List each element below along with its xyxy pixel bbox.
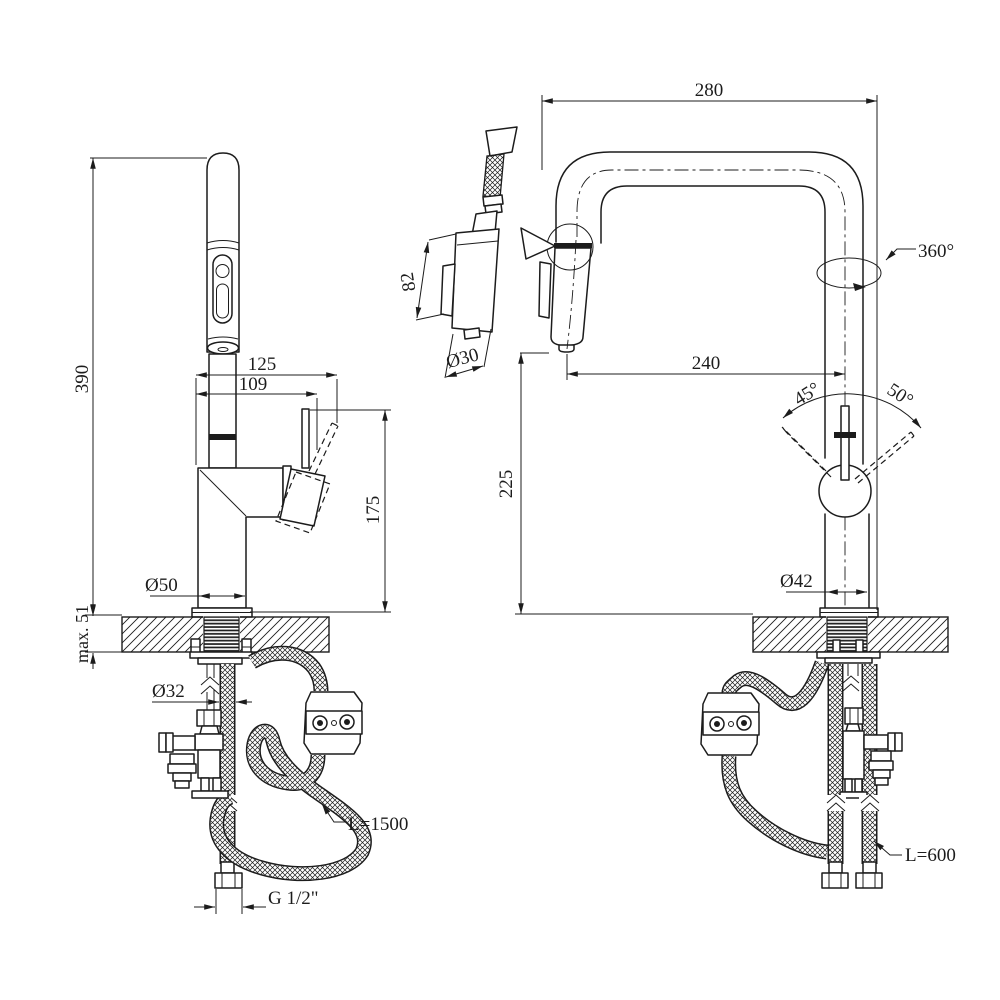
valve-outlet	[171, 735, 196, 751]
dim-head-diameter: Ø30	[444, 344, 481, 373]
handle-lever	[301, 408, 310, 469]
spray-hose-loop-front	[721, 660, 830, 860]
centerline	[576, 169, 846, 608]
u-spout	[555, 151, 864, 465]
threaded-shank	[203, 616, 240, 656]
head-clip	[440, 263, 456, 317]
faucet-body	[191, 353, 339, 618]
dim-handle-angle-left: 45°	[790, 378, 824, 410]
handle-housing-alt-position	[275, 471, 331, 534]
spray-hose-loop	[209, 645, 372, 882]
left-side-view: 390 max. 51 125 109 175 Ø50 Ø32 G 1/2" L…	[72, 152, 408, 914]
handle-lever-alt-position	[308, 422, 339, 475]
spray-slot-circle	[215, 264, 230, 278]
countertop-section-left	[121, 616, 330, 665]
dim-overall-height: 390	[72, 365, 93, 394]
dim-base-diameter: Ø50	[145, 575, 178, 596]
dim-hole-diameter: Ø32	[152, 681, 185, 702]
handle-45-position	[781, 426, 832, 478]
hose-ends	[821, 794, 883, 889]
dim-spout-reach-front: 240	[692, 353, 721, 374]
dim-supply-hose-length: L=600	[905, 845, 956, 866]
head-nozzle	[463, 327, 481, 340]
dim-spout-reach: 125	[248, 354, 277, 375]
dim-head-length: 82	[397, 271, 421, 293]
dim-deck-thickness: max. 51	[72, 605, 92, 663]
dim-spout-width: 280	[695, 80, 724, 101]
handle-assembly	[781, 405, 915, 518]
docked-spray-head	[538, 243, 592, 353]
dim-handle-height: 175	[363, 496, 384, 525]
spray-slot-outer	[212, 254, 233, 324]
swivel-symbol	[816, 257, 882, 291]
handle-lever-front	[840, 405, 850, 481]
spout-profile	[206, 152, 240, 355]
detail-dimensions: 82 Ø30	[397, 233, 492, 379]
spray-head-detail: 82 Ø30	[397, 126, 518, 379]
hose-end-nut	[214, 872, 243, 889]
mounting-washer	[189, 651, 253, 659]
faucet-body-front	[819, 513, 879, 618]
diverter-valve-front	[839, 664, 903, 799]
hose-end-cone	[485, 126, 518, 157]
spray-slot-inner	[216, 283, 229, 319]
dim-spray-hose-length: L=1500	[348, 814, 408, 835]
handle-50-position	[854, 431, 915, 484]
angle-valve	[158, 709, 229, 799]
dim-body-diameter: Ø42	[780, 571, 813, 592]
detail-flag	[520, 227, 556, 260]
supply-pipe	[200, 664, 220, 712]
dim-spout-reach-inner: 109	[239, 374, 268, 395]
hose-section	[482, 153, 505, 199]
dim-connection-thread: G 1/2"	[268, 888, 319, 909]
mounting-nut	[197, 657, 243, 665]
dim-swivel-angle: 360°	[918, 241, 954, 262]
dim-spout-height: 225	[496, 470, 517, 499]
left-view-dimensions: 390 max. 51 125 109 175 Ø50 Ø32 G 1/2" L…	[72, 157, 408, 914]
dim-handle-angle-right: 50°	[883, 379, 917, 411]
hose-counterweight	[303, 691, 363, 755]
countertop-section-right	[752, 616, 949, 664]
right-front-view: 280 360° 240 45° 50° 225 Ø42 L=600	[496, 80, 956, 889]
hose-counterweight-front	[700, 692, 760, 756]
